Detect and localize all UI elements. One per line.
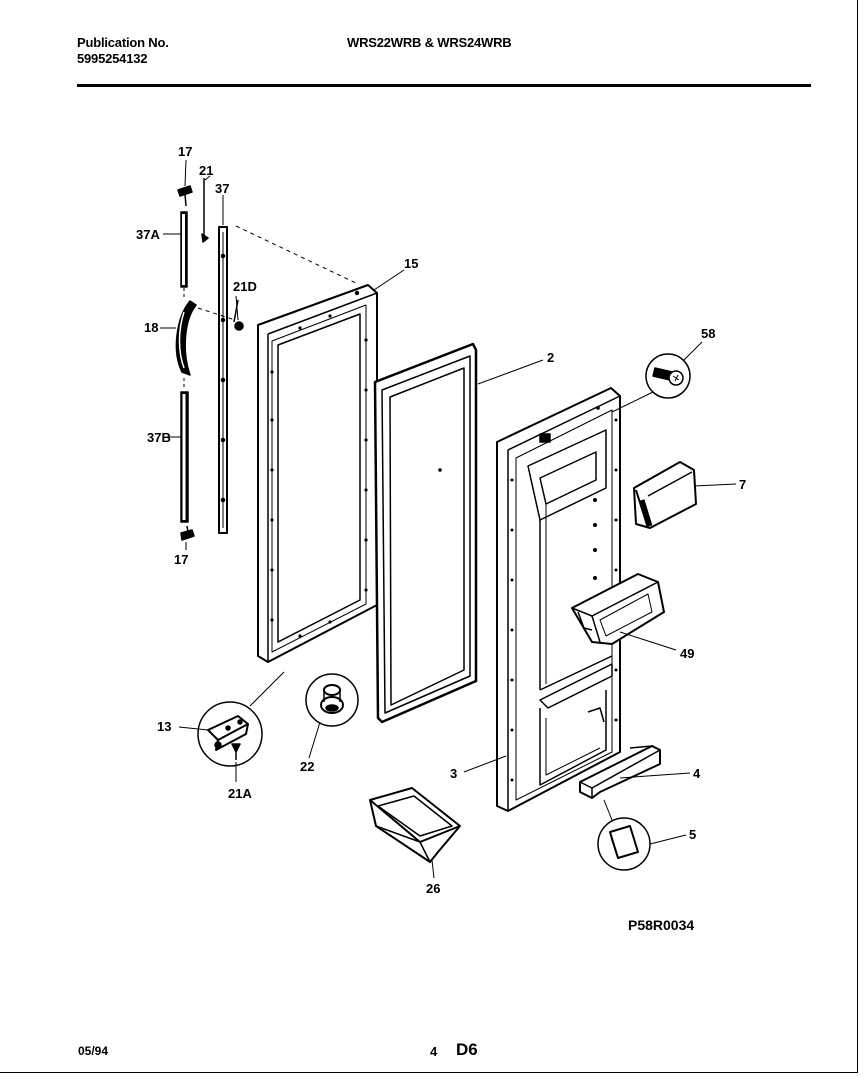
part-49-door-bin xyxy=(571,573,665,645)
part-15-door-panel xyxy=(257,284,378,663)
part-58-screw xyxy=(645,353,691,399)
label-5: 5 xyxy=(689,827,696,842)
part-37A-trim xyxy=(180,211,188,288)
footer-section: D6 xyxy=(456,1040,478,1059)
label-7: 7 xyxy=(739,477,746,492)
label-15: 15 xyxy=(404,256,418,271)
model-numbers: WRS22WRB & WRS24WRB xyxy=(347,35,512,50)
label-17-top: 17 xyxy=(178,144,192,159)
part-21-screw xyxy=(201,178,209,243)
part-21A-screw xyxy=(231,743,241,760)
part-22-door-stop xyxy=(305,673,359,727)
label-49: 49 xyxy=(680,646,694,661)
label-4: 4 xyxy=(693,766,701,781)
part-26-bin xyxy=(369,787,461,863)
part-4-shelf-rail xyxy=(579,745,661,799)
label-17-bottom: 17 xyxy=(174,552,188,567)
label-26: 26 xyxy=(426,881,440,896)
header-rule xyxy=(77,84,811,87)
footer-date: 05/94 xyxy=(78,1044,109,1058)
part-13-hinge xyxy=(197,701,263,767)
label-37A: 37A xyxy=(136,227,160,242)
part-2-gasket xyxy=(373,342,478,724)
label-58: 58 xyxy=(701,326,715,341)
label-3: 3 xyxy=(450,766,457,781)
label-37: 37 xyxy=(215,181,229,196)
drawing-code: P58R0034 xyxy=(628,917,694,933)
label-21D: 21D xyxy=(233,279,257,294)
label-13: 13 xyxy=(157,719,171,734)
publication-label: Publication No. xyxy=(77,35,169,50)
leader-lines xyxy=(160,159,737,879)
label-21A: 21A xyxy=(228,786,252,801)
part-7-dairy-door xyxy=(633,461,697,529)
part-17-bottom-screw xyxy=(180,525,195,541)
label-2: 2 xyxy=(547,350,554,365)
publication-number: 5995254132 xyxy=(77,51,148,66)
label-37B: 37B xyxy=(147,430,171,445)
label-22: 22 xyxy=(300,759,314,774)
part-5-end-cap xyxy=(597,817,651,871)
part-3-door-liner xyxy=(496,387,621,812)
label-21: 21 xyxy=(199,163,213,178)
part-21D-screw xyxy=(233,299,244,331)
part-17-top-screw xyxy=(177,185,193,207)
part-37B-trim xyxy=(180,391,189,523)
part-37-bracket xyxy=(218,226,228,534)
label-18: 18 xyxy=(144,320,158,335)
footer-page-number: 4 xyxy=(430,1044,438,1059)
part-18-handle xyxy=(175,300,197,376)
